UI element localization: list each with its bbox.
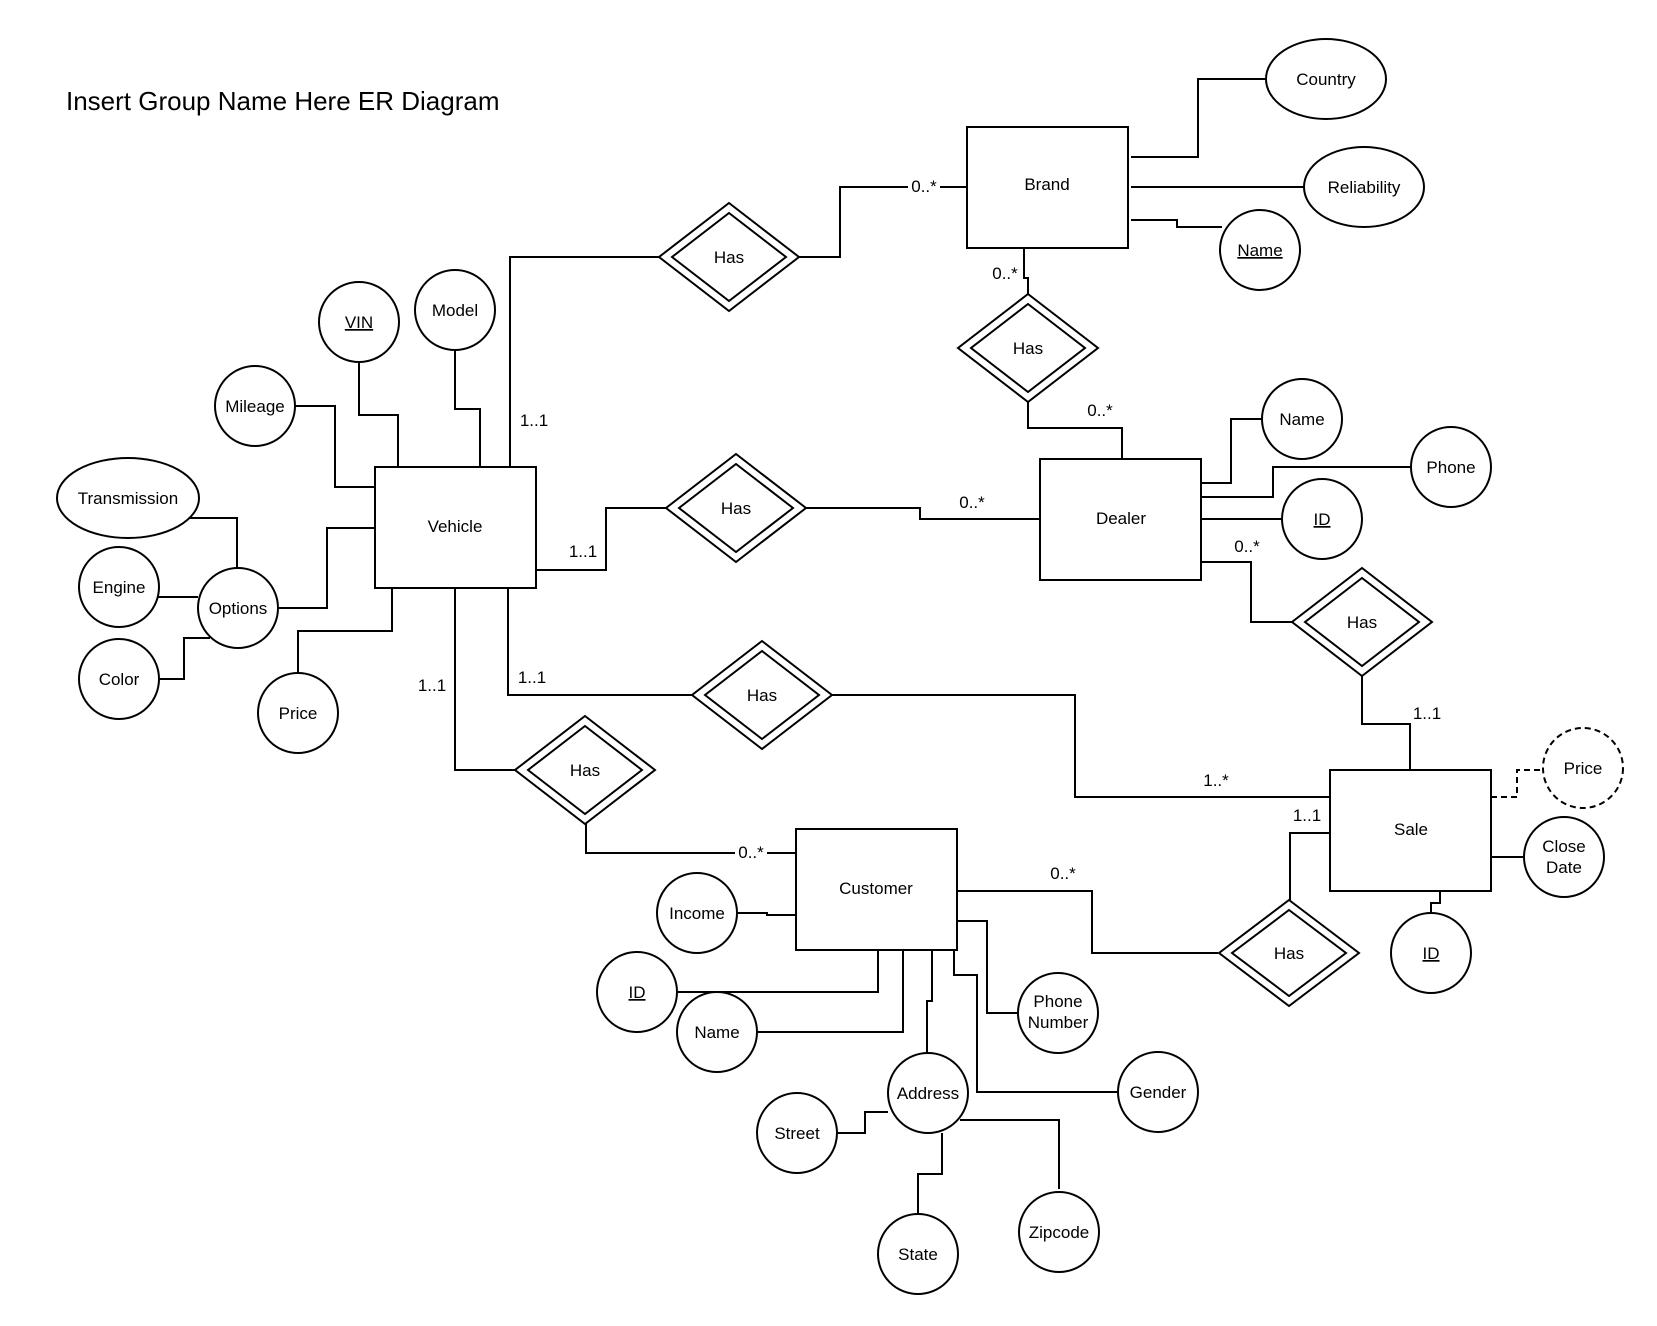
attr-sale-close-date-line2: Date: [1546, 858, 1582, 877]
relationship-brand-dealer-label: Has: [1013, 339, 1043, 358]
attr-sale-close-date[interactable]: Close Date: [1523, 816, 1605, 898]
attr-sale-close-date-line1: Close: [1542, 837, 1585, 856]
attr-customer-address-label: Address: [897, 1084, 959, 1103]
attr-customer-id[interactable]: ID: [596, 951, 678, 1033]
attr-address-street[interactable]: Street: [756, 1092, 838, 1174]
entity-vehicle[interactable]: Vehicle: [374, 466, 537, 589]
entity-brand[interactable]: Brand: [966, 126, 1129, 249]
card-customer-vehicle: 0..*: [738, 843, 764, 862]
attr-customer-gender-label: Gender: [1130, 1083, 1187, 1102]
attr-brand-country-label: Country: [1296, 70, 1356, 89]
attr-vehicle-price[interactable]: Price: [257, 672, 339, 754]
relationship-dealer-sale[interactable]: Has: [1290, 566, 1434, 678]
card-brand-dealer: 0..*: [992, 264, 1018, 283]
attr-dealer-id[interactable]: ID: [1281, 478, 1363, 560]
attr-brand-country[interactable]: Country: [1265, 38, 1387, 120]
attr-dealer-phone[interactable]: Phone: [1410, 426, 1492, 508]
attr-vehicle-mileage-label: Mileage: [225, 397, 285, 416]
attr-vehicle-options-label: Options: [209, 599, 268, 618]
attr-customer-phone-line2: Number: [1028, 1013, 1089, 1032]
entity-dealer-label: Dealer: [1096, 509, 1146, 528]
attr-address-state[interactable]: State: [877, 1213, 959, 1295]
attr-vehicle-price-label: Price: [279, 704, 318, 723]
card-vehicle-customer: 1..1: [418, 676, 446, 695]
attr-customer-phone-line1: Phone: [1033, 992, 1082, 1011]
attr-vehicle-vin[interactable]: VIN: [318, 281, 400, 363]
relationship-vehicle-brand[interactable]: Has: [657, 201, 801, 313]
relationship-brand-dealer[interactable]: Has: [956, 292, 1100, 404]
card-vehicle-brand: 1..1: [520, 411, 548, 430]
attr-customer-gender[interactable]: Gender: [1117, 1051, 1199, 1133]
attr-customer-income[interactable]: Income: [656, 872, 738, 954]
entity-sale-label: Sale: [1394, 820, 1428, 839]
card-brand-vehicle: 0..*: [911, 177, 937, 196]
attr-brand-name-label: Name: [1237, 241, 1282, 260]
card-dealer-sale: 0..*: [1234, 537, 1260, 556]
attr-vehicle-options[interactable]: Options: [197, 567, 279, 649]
attr-sale-id[interactable]: ID: [1390, 912, 1472, 994]
attr-customer-phone-number[interactable]: Phone Number: [1017, 972, 1099, 1054]
card-vehicle-dealer: 1..1: [569, 542, 597, 561]
card-dealer-brand: 0..*: [1087, 401, 1113, 420]
attr-vehicle-engine-label: Engine: [93, 578, 146, 597]
attr-dealer-phone-label: Phone: [1426, 458, 1475, 477]
attr-dealer-name-label: Name: [1279, 410, 1324, 429]
card-sale-dealer: 1..1: [1413, 704, 1441, 723]
attr-brand-name[interactable]: Name: [1219, 209, 1301, 291]
card-sale-vehicle: 1..*: [1203, 771, 1229, 790]
attr-address-street-label: Street: [774, 1124, 820, 1143]
connectors: [157, 78, 1542, 1215]
relationship-vehicle-brand-label: Has: [714, 248, 744, 267]
cardinalities: 0..* 0..* 0..* 1..1 1..1 0..* 0..* 1..1 …: [418, 176, 1441, 883]
relationship-customer-sale[interactable]: Has: [1217, 898, 1361, 1008]
attr-vehicle-transmission[interactable]: Transmission: [56, 457, 200, 539]
attr-customer-address[interactable]: Address: [887, 1052, 969, 1134]
attr-vehicle-color[interactable]: Color: [78, 638, 160, 720]
entity-dealer[interactable]: Dealer: [1039, 458, 1202, 581]
attr-vehicle-color-label: Color: [99, 670, 140, 689]
attr-vehicle-mileage[interactable]: Mileage: [214, 365, 296, 447]
relationship-vehicle-customer-label: Has: [570, 761, 600, 780]
relationship-vehicle-customer[interactable]: Has: [513, 714, 657, 826]
attr-sale-id-label: ID: [1423, 944, 1440, 963]
attr-dealer-name[interactable]: Name: [1261, 378, 1343, 460]
attr-vehicle-engine[interactable]: Engine: [78, 546, 160, 628]
relationship-vehicle-sale-label: Has: [747, 686, 777, 705]
attr-address-state-label: State: [898, 1245, 938, 1264]
card-vehicle-sale: 1..1: [518, 668, 546, 687]
attr-vehicle-model[interactable]: Model: [414, 269, 496, 351]
card-dealer-vehicle: 0..*: [959, 493, 985, 512]
entity-vehicle-label: Vehicle: [428, 517, 483, 536]
attr-customer-id-label: ID: [629, 983, 646, 1002]
relationship-customer-sale-label: Has: [1274, 944, 1304, 963]
entity-customer[interactable]: Customer: [795, 828, 958, 951]
entity-customer-label: Customer: [839, 879, 913, 898]
attr-dealer-id-label: ID: [1314, 510, 1331, 529]
attr-vehicle-transmission-label: Transmission: [78, 489, 178, 508]
attr-customer-income-label: Income: [669, 904, 725, 923]
attr-address-zipcode-label: Zipcode: [1029, 1223, 1089, 1242]
attr-vehicle-vin-label: VIN: [345, 313, 373, 332]
attr-vehicle-model-label: Model: [432, 301, 478, 320]
relationship-vehicle-sale[interactable]: Has: [690, 639, 834, 751]
entity-brand-label: Brand: [1024, 175, 1069, 194]
relationship-vehicle-dealer[interactable]: Has: [664, 452, 808, 564]
attr-customer-name-label: Name: [694, 1023, 739, 1042]
attr-sale-price-label: Price: [1564, 759, 1603, 778]
diagram-title: Insert Group Name Here ER Diagram: [66, 86, 499, 116]
attr-address-zipcode[interactable]: Zipcode: [1018, 1191, 1100, 1273]
relationship-dealer-sale-label: Has: [1347, 613, 1377, 632]
attr-sale-price[interactable]: Price: [1542, 727, 1624, 809]
attr-customer-name[interactable]: Name: [676, 991, 758, 1073]
card-sale-customer: 1..1: [1293, 806, 1321, 825]
relationship-vehicle-dealer-label: Has: [721, 499, 751, 518]
card-customer-sale: 0..*: [1050, 864, 1076, 883]
attr-brand-reliability[interactable]: Reliability: [1303, 146, 1425, 228]
entity-sale[interactable]: Sale: [1329, 769, 1492, 892]
attr-brand-reliability-label: Reliability: [1328, 178, 1401, 197]
